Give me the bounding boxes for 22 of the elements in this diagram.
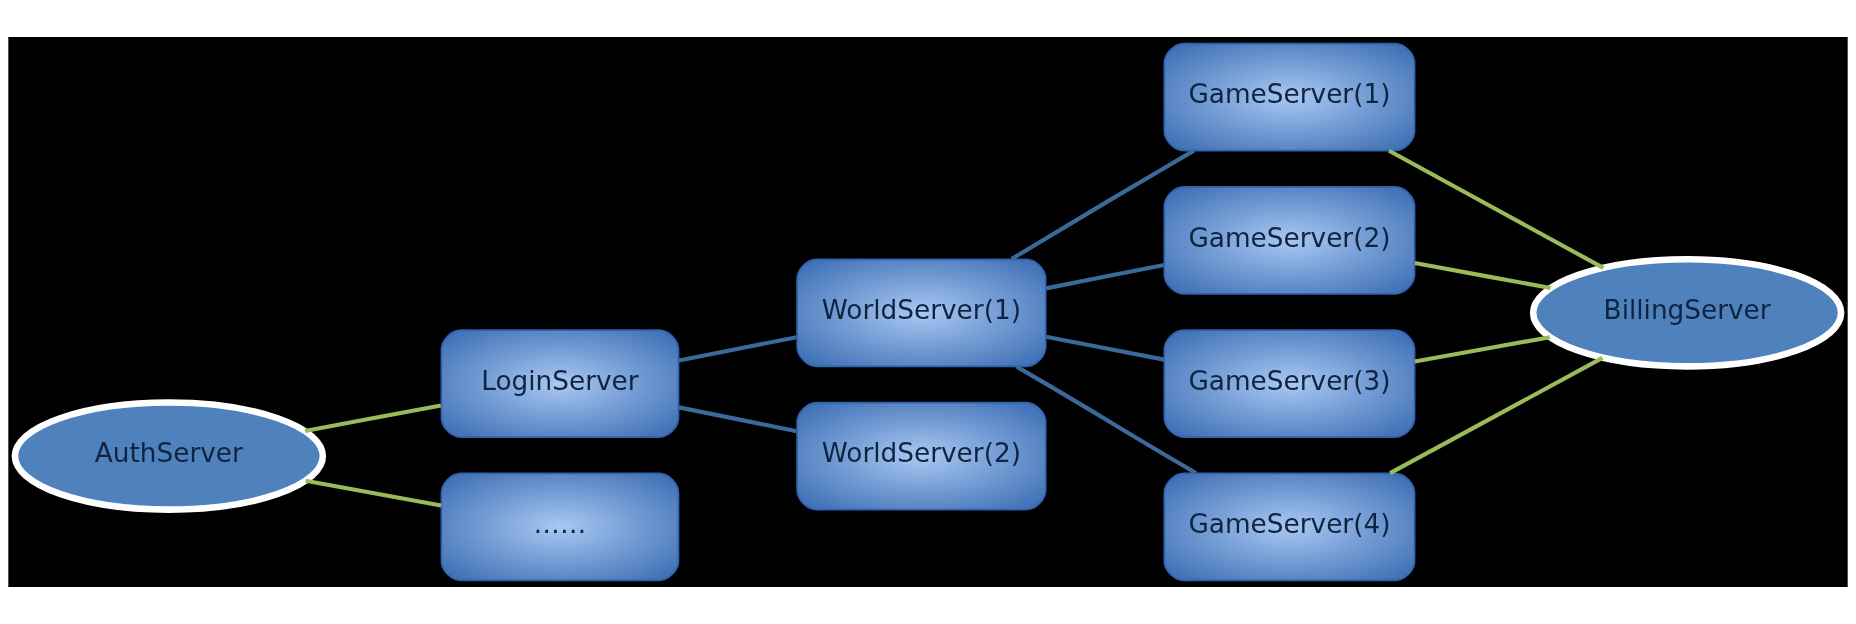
connector (1414, 335, 1551, 364)
connector (1010, 148, 1195, 261)
connector (1015, 364, 1198, 475)
connector (678, 335, 798, 363)
node-box: LoginServer (440, 329, 680, 438)
connector (1388, 148, 1605, 270)
connector (304, 403, 442, 433)
connector (678, 405, 798, 434)
node-box: GameServer(1) (1163, 42, 1416, 152)
connector (1045, 262, 1165, 291)
node-box: GameServer(4) (1163, 472, 1416, 582)
node-box: WorldServer(1) (796, 258, 1047, 368)
node-box: GameServer(3) (1163, 329, 1416, 438)
node-box: …… (440, 472, 680, 582)
connector (1389, 356, 1604, 475)
node-ellipse: BillingServer (1529, 256, 1845, 370)
node-box: WorldServer(2) (796, 401, 1047, 511)
node-ellipse: AuthServer (11, 399, 327, 513)
node-box: GameServer(2) (1163, 186, 1416, 295)
connector (305, 478, 442, 508)
connector (1414, 261, 1551, 291)
connector (1045, 334, 1165, 362)
